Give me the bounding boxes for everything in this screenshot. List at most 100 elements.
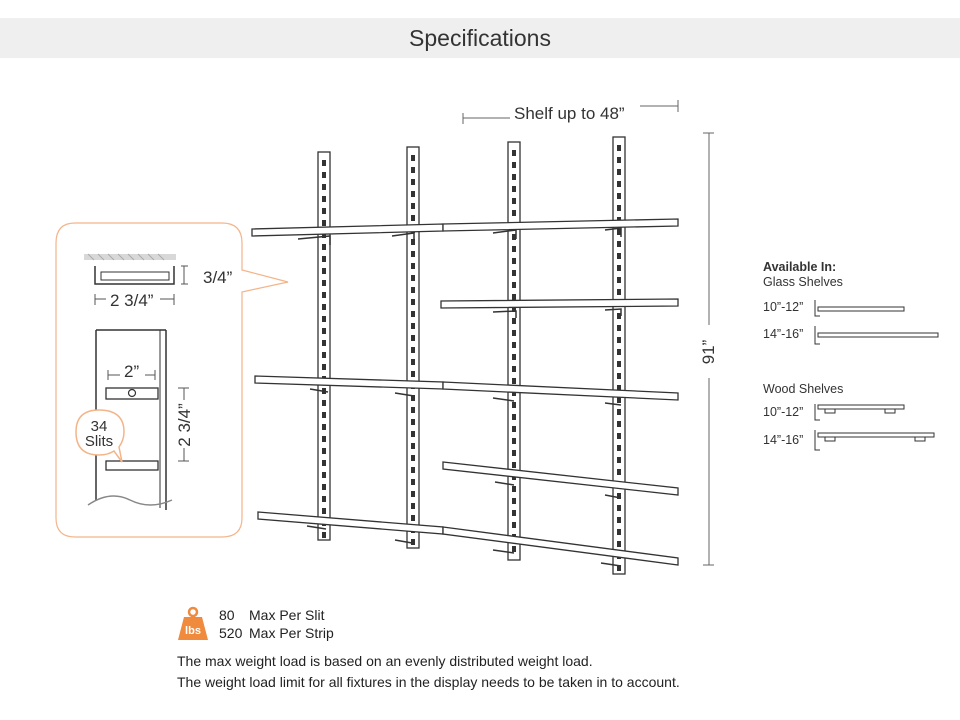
strip-slit	[512, 162, 516, 168]
weight-label: Max Per Strip	[249, 625, 334, 641]
strip-slit	[617, 205, 621, 211]
weight-label: Max Per Slit	[249, 607, 325, 623]
strip-slit	[617, 409, 621, 415]
strip-slit	[322, 400, 326, 406]
shelves	[251, 218, 679, 566]
strip-slit	[512, 414, 516, 420]
strip-slit	[411, 263, 415, 269]
note-line: The max weight load is based on an evenl…	[177, 653, 593, 669]
strip-slit	[322, 184, 326, 190]
strip-slit	[512, 294, 516, 300]
strip-slit	[512, 174, 516, 180]
weight-limits: 80 Max Per Slit 520 Max Per Strip	[219, 606, 334, 642]
weight-value: 520	[219, 625, 243, 641]
strip-slit	[617, 529, 621, 535]
shelf-upper-right	[440, 298, 679, 309]
strip-slit	[512, 186, 516, 192]
strip-slit	[322, 268, 326, 274]
shelf-width-label: Shelf up to 48”	[514, 104, 625, 123]
strip-slit	[322, 496, 326, 502]
page-title: Specifications	[409, 25, 551, 51]
strip-slit	[512, 246, 516, 252]
strip-slit	[322, 196, 326, 202]
strip-slit	[617, 229, 621, 235]
strip-slit	[617, 325, 621, 331]
strip-slit	[617, 541, 621, 547]
strip-slit	[617, 169, 621, 175]
strip-slit	[617, 277, 621, 283]
strip-slit	[411, 419, 415, 425]
weight-row-strip: 520 Max Per Strip	[219, 624, 334, 642]
wood-shelves-title: Wood Shelves	[763, 382, 843, 396]
glass-shelves-title: Glass Shelves	[763, 275, 843, 289]
strip-slit	[512, 258, 516, 264]
strip-slit	[512, 210, 516, 216]
strip-slit	[512, 510, 516, 516]
strip-slit	[411, 251, 415, 257]
wood-size-1: 10”-12”	[763, 405, 803, 419]
strip-slit	[322, 532, 326, 538]
strip-slit	[322, 172, 326, 178]
strip-slit	[411, 239, 415, 245]
wood-size-2: 14”-16”	[763, 433, 803, 447]
strip-slit	[512, 522, 516, 528]
strip-slit	[322, 160, 326, 166]
weight-icon: lbs	[178, 606, 208, 640]
strip-slit	[411, 323, 415, 329]
strip-slit	[512, 426, 516, 432]
weight-badge-text: lbs	[185, 625, 201, 637]
strip-slit	[617, 193, 621, 199]
strip-slit	[411, 371, 415, 377]
available-heading: Available In:	[763, 260, 836, 274]
wood-shelf-icons	[814, 404, 935, 451]
strip-slit	[411, 203, 415, 209]
strip-slit	[617, 517, 621, 523]
strip-slit	[617, 241, 621, 247]
strip-slit	[512, 234, 516, 240]
strip-slit	[322, 340, 326, 346]
weight-notes: The max weight load is based on an evenl…	[177, 651, 680, 693]
strip-slit	[512, 150, 516, 156]
strip-slit	[411, 335, 415, 341]
strip-slit	[322, 472, 326, 478]
strip-slit	[512, 486, 516, 492]
strip-slit	[411, 491, 415, 497]
strip-slit	[512, 354, 516, 360]
strip-slit	[512, 342, 516, 348]
strip-slit	[512, 366, 516, 372]
slit-spacing-label: 2 3/4”	[175, 403, 194, 447]
slit-width-label: 2”	[124, 362, 139, 381]
weight-value: 80	[219, 607, 235, 623]
slits-bubble	[75, 409, 125, 463]
slits-count: 34	[91, 418, 108, 435]
strip-slit	[617, 313, 621, 319]
strip-slit	[322, 208, 326, 214]
strip-slit	[512, 378, 516, 384]
strip-slit	[617, 505, 621, 511]
strip-slit	[617, 145, 621, 151]
strip-slit	[617, 385, 621, 391]
strip-slit	[617, 469, 621, 475]
strip-slit	[411, 539, 415, 545]
strip-slit	[617, 157, 621, 163]
strip-slit	[411, 467, 415, 473]
strip-depth-label: 3/4”	[203, 268, 233, 287]
weight-row-slit: 80 Max Per Slit	[219, 606, 334, 624]
strip-slit	[322, 256, 326, 262]
height-label: 91”	[699, 339, 718, 364]
strip-slit	[411, 455, 415, 461]
strip-slit	[322, 508, 326, 514]
strip-slit	[617, 265, 621, 271]
strip-slit	[512, 450, 516, 456]
glass-size-2: 14”-16”	[763, 327, 803, 341]
shelf-lower-right	[442, 461, 679, 496]
strip-slit	[512, 438, 516, 444]
strip-slit	[322, 412, 326, 418]
strip-slit	[322, 352, 326, 358]
shelf-width-dimension	[462, 100, 679, 124]
strip-slit	[322, 328, 326, 334]
strip-slit	[411, 155, 415, 161]
strip-slit	[322, 484, 326, 490]
height-dimension	[703, 132, 714, 566]
strip-slit	[512, 306, 516, 312]
